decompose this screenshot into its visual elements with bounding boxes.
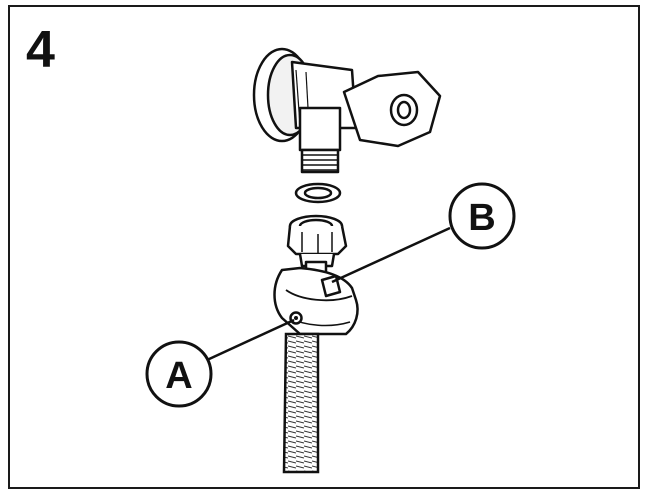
callout-leader-a <box>206 318 295 362</box>
sealing-washer <box>294 182 342 204</box>
callout-b-label: B <box>468 197 495 239</box>
callout-a: A <box>145 340 213 408</box>
step-number: 4 <box>26 21 55 79</box>
callout-a-label: A <box>165 355 192 397</box>
callout-leader-b <box>331 226 451 284</box>
union-nut <box>286 214 348 268</box>
hose-fitting <box>273 260 359 336</box>
callout-b: B <box>448 182 516 250</box>
wall-tap <box>252 47 442 174</box>
hose <box>282 332 320 474</box>
